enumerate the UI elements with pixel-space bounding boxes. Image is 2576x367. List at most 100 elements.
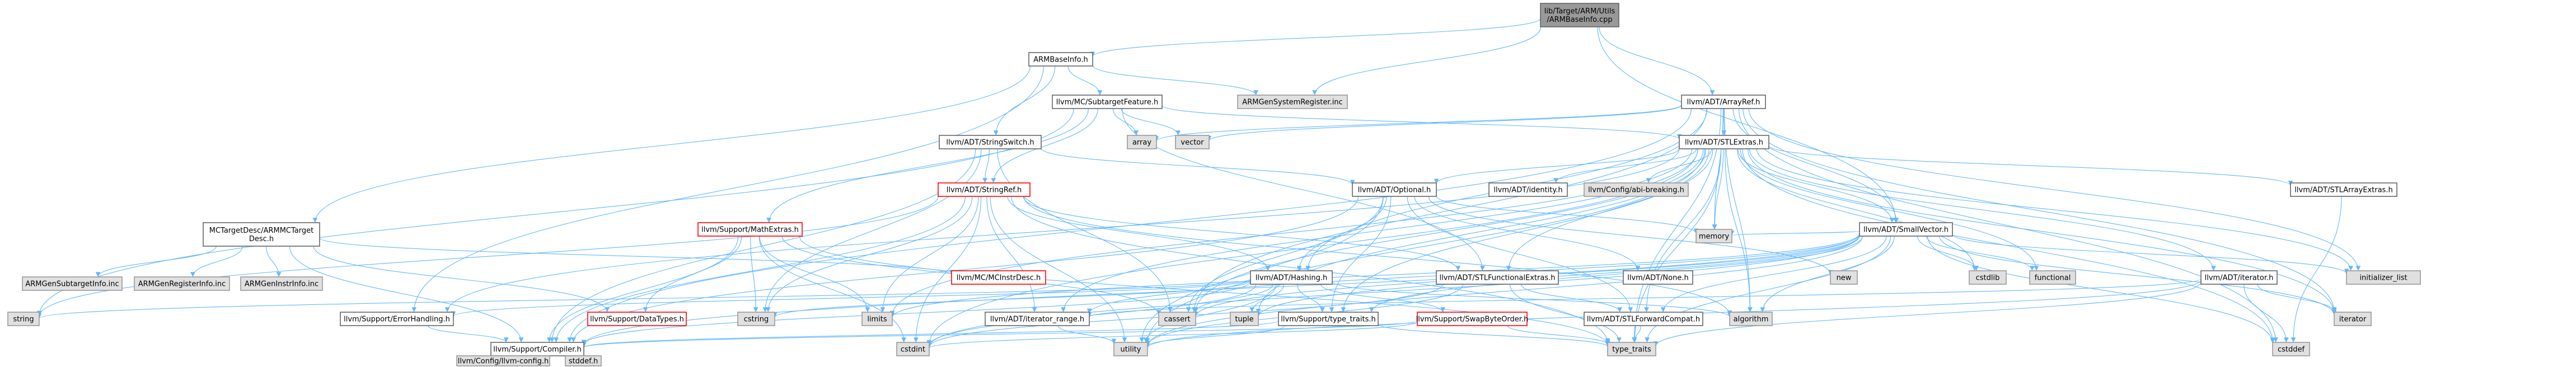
dependency-edge-n4-n5 [1112, 108, 1139, 136]
file-node-n18[interactable]: ARMGenInstrInfo.inc [240, 276, 323, 291]
file-node-label: llvm/Support/type_traits.h [1281, 316, 1376, 324]
file-node-n14[interactable]: llvm/ADT/SmallVector.h [1859, 222, 1953, 237]
file-node-box [1681, 95, 1766, 109]
file-node-n43[interactable]: llvm/Support/Compiler.h [490, 342, 584, 356]
file-node-n38[interactable]: llvm/Support/type_traits.h [1278, 312, 1379, 326]
file-node-n21[interactable]: llvm/ADT/Hashing.h [1250, 270, 1333, 285]
file-node-n24[interactable]: memory [1696, 229, 1732, 243]
dependency-edge-n7-n34 [889, 148, 1693, 316]
dependency-edge-n9-n32 [313, 246, 610, 313]
dependency-edge-n21-n37 [1249, 284, 1284, 313]
file-node-n37[interactable]: tuple [1230, 312, 1259, 326]
dependency-edge-n11-n23 [1414, 196, 1641, 271]
file-node-label: llvm/ADT/Optional.h [1358, 186, 1431, 195]
file-node-n4[interactable]: llvm/MC/SubtargetFeature.h [1052, 95, 1163, 109]
file-node-n19[interactable]: llvm/Support/MathExtras.h [697, 222, 803, 237]
file-node-n33[interactable]: cstring [737, 312, 775, 326]
file-node-box [1540, 3, 1619, 27]
file-node-n27[interactable]: functional [2029, 270, 2076, 285]
file-node-label: llvm/ADT/SmallVector.h [1863, 226, 1949, 234]
dependency-edge-n21-n30 [37, 278, 1251, 319]
file-node-n15[interactable]: llvm/ADT/STLArrayExtras.h [2290, 182, 2397, 197]
dependency-edge-n7-n27 [1740, 148, 2039, 271]
file-node-box [1230, 312, 1259, 326]
dependency-edge-n3-n36 [1191, 108, 1707, 313]
dependency-edge-n15-n47 [2291, 196, 2342, 343]
file-node-n48[interactable]: llvm/Config/llvm-config.h [456, 355, 550, 366]
dependency-edge-n28-n47 [2244, 284, 2289, 343]
file-node-n16[interactable]: ARMGenSubtargetInfo.inc [22, 276, 123, 291]
dependency-edge-n1-n4 [1067, 65, 1103, 96]
file-node-n34[interactable]: limits [861, 312, 893, 326]
dependency-edge-n22-n41 [1520, 284, 1623, 313]
file-node-label: cassert [1164, 316, 1190, 324]
dependency-edge-n10-n34 [880, 196, 979, 313]
file-node-label: llvm/ADT/ArrayRef.h [1687, 98, 1760, 107]
file-node-n11[interactable]: llvm/ADT/Optional.h [1352, 182, 1437, 197]
file-node-n30[interactable]: string [7, 312, 40, 326]
file-node-n29[interactable]: initializer_list [2346, 270, 2421, 285]
file-node-n12[interactable]: llvm/ADT/identity.h [1488, 182, 1568, 197]
dependency-edge-n14-n47 [1927, 236, 2275, 344]
dependency-edge-n14-n27 [1926, 236, 2035, 271]
file-node-n32[interactable]: llvm/Support/DataTypes.h [587, 312, 687, 326]
dependency-edge-n11-n24 [1436, 195, 1699, 234]
file-node-n31[interactable]: llvm/Support/ErrorHandling.h [340, 312, 454, 326]
file-node-n28[interactable]: llvm/ADT/iterator.h [2200, 270, 2278, 285]
file-node-label: ARMBaseInfo.h [1033, 56, 1088, 64]
file-node-n23[interactable]: llvm/ADT/None.h [1623, 270, 1693, 285]
file-node-n2[interactable]: ARMGenSystemRegister.inc [1237, 95, 1348, 109]
file-node-n5[interactable]: array [1127, 135, 1157, 149]
file-node-label: llvm/ADT/STLArrayExtras.h [2294, 186, 2392, 195]
file-node-box [1175, 135, 1210, 149]
dependency-edge-n21-n44 [926, 284, 1257, 346]
file-node-n36[interactable]: cassert [1158, 312, 1196, 326]
file-node-box [134, 276, 230, 291]
file-node-n3[interactable]: llvm/ADT/ArrayRef.h [1681, 95, 1766, 109]
file-node-n7[interactable]: llvm/ADT/STLExtras.h [1679, 135, 1769, 149]
file-node-n10[interactable]: llvm/ADT/StringRef.h [938, 182, 1031, 197]
dependency-edge-n7-n26 [1736, 148, 1977, 271]
dependency-edge-root-n1 [1090, 18, 1541, 57]
file-node-n45[interactable]: utility [1113, 342, 1148, 356]
file-node-n13[interactable]: llvm/Config/abi-breaking.h [1584, 182, 1689, 197]
dependency-edge-n14-n26 [1917, 236, 1979, 271]
dependency-edge-n14-n29 [1952, 234, 2349, 274]
dependency-edge-n35-n45 [1057, 325, 1117, 344]
file-node-n6[interactable]: vector [1175, 135, 1210, 149]
file-node-n22[interactable]: llvm/ADT/STLFunctionalExtras.h [1436, 270, 1559, 285]
dependency-edge-n10-n40 [1023, 196, 1732, 316]
file-node-n8[interactable]: llvm/ADT/StringSwitch.h [939, 135, 1042, 149]
file-node-n39[interactable]: llvm/Support/SwapByteOrder.h [1416, 312, 1529, 326]
file-node-box [240, 276, 323, 291]
file-node-n49[interactable]: stddef.h [565, 355, 602, 366]
dependency-edge-n21-n38 [1297, 284, 1325, 313]
file-node-n35[interactable]: llvm/ADT/iterator_range.h [985, 312, 1090, 326]
dependency-edge-n21-n31 [451, 279, 1251, 317]
file-node-n41[interactable]: llvm/ADT/STLForwardCompat.h [1584, 312, 1703, 326]
file-node-n26[interactable]: cstdlib [1969, 270, 2007, 285]
file-node-n44[interactable]: cstdint [896, 342, 930, 356]
file-node-n20[interactable]: llvm/MC/MCInstrDesc.h [951, 270, 1046, 285]
dependency-edge-n9-n17 [190, 246, 243, 277]
dependency-edge-n10-n22 [1023, 196, 1461, 271]
dependency-edge-n21-n45 [1143, 284, 1277, 343]
file-node-n42[interactable]: iterator [2334, 312, 2372, 326]
dependency-edge-n7-n42 [1748, 148, 2337, 314]
file-node-box [7, 312, 40, 326]
file-node-n40[interactable]: algorithm [1729, 312, 1773, 326]
file-node-label: llvm/MC/MCInstrDesc.h [957, 274, 1041, 283]
file-node-box [985, 312, 1090, 326]
file-node-n47[interactable]: cstddef [2272, 342, 2310, 356]
dependency-edge-n41-n46 [1632, 325, 1641, 343]
file-node-n46[interactable]: type_traits [1607, 342, 1656, 356]
file-node-n1[interactable]: ARMBaseInfo.h [1028, 52, 1093, 67]
dependency-edge-n9-n16 [95, 246, 217, 277]
file-node-label: llvm/ADT/STLForwardCompat.h [1587, 316, 1700, 324]
file-node-n17[interactable]: ARMGenRegisterInfo.inc [134, 276, 230, 291]
file-node-n25[interactable]: new [1830, 270, 1858, 285]
file-node-label: llvm/ADT/iterator_range.h [990, 316, 1084, 324]
dependency-edge-n7-n28 [1749, 148, 2216, 271]
dependency-edge-n9-n43 [289, 246, 524, 343]
